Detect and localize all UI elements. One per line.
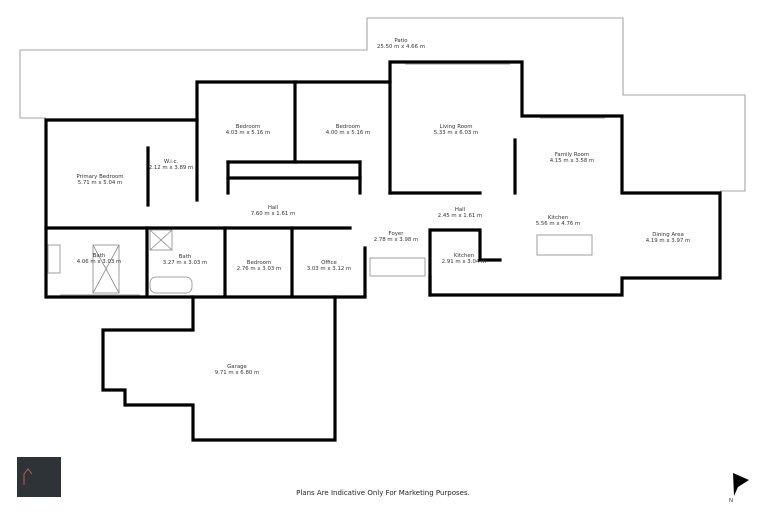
svg-text:Primary Bedroom: Primary Bedroom bbox=[77, 174, 124, 180]
svg-text:4.19 m x 3.97 m: 4.19 m x 3.97 m bbox=[646, 238, 691, 244]
svg-text:9.71 m x 6.80 m: 9.71 m x 6.80 m bbox=[215, 370, 260, 376]
svg-text:4.06 m x 3.03 m: 4.06 m x 3.03 m bbox=[77, 259, 122, 265]
svg-text:Hall: Hall bbox=[268, 205, 278, 211]
svg-text:3.03 m x 3.12 m: 3.03 m x 3.12 m bbox=[307, 266, 352, 272]
svg-text:25.50 m x 4.66 m: 25.50 m x 4.66 m bbox=[377, 44, 425, 50]
walls bbox=[44, 60, 722, 442]
svg-text:Bedroom: Bedroom bbox=[336, 124, 360, 130]
svg-text:Bedroom: Bedroom bbox=[236, 124, 260, 130]
svg-text:Dining Area: Dining Area bbox=[652, 232, 684, 238]
svg-text:3.27 m x 3.03 m: 3.27 m x 3.03 m bbox=[163, 260, 208, 266]
svg-text:Living Room: Living Room bbox=[439, 124, 472, 130]
svg-text:Bath: Bath bbox=[179, 254, 192, 260]
svg-text:Patio: Patio bbox=[394, 38, 407, 44]
svg-text:2.45 m x 1.61 m: 2.45 m x 1.61 m bbox=[438, 213, 483, 219]
svg-text:Hall: Hall bbox=[455, 207, 465, 213]
svg-text:N: N bbox=[729, 498, 733, 504]
svg-text:5.56 m x 4.76 m: 5.56 m x 4.76 m bbox=[536, 221, 581, 227]
svg-text:4.03 m x 5.16 m: 4.03 m x 5.16 m bbox=[226, 130, 271, 136]
fixtures bbox=[47, 229, 593, 294]
svg-text:2.76 m x 3.03 m: 2.76 m x 3.03 m bbox=[237, 266, 282, 272]
svg-text:5.33 m x 6.03 m: 5.33 m x 6.03 m bbox=[434, 130, 479, 136]
svg-text:2.12 m x 3.89 m: 2.12 m x 3.89 m bbox=[149, 165, 194, 171]
svg-text:Family Room: Family Room bbox=[555, 152, 589, 158]
svg-text:Foyer: Foyer bbox=[389, 231, 405, 237]
svg-text:2.91 m x 3.04 m: 2.91 m x 3.04 m bbox=[442, 259, 487, 265]
svg-text:Bedroom: Bedroom bbox=[247, 260, 271, 266]
disclaimer-text: Plans Are Indicative Only For Marketing … bbox=[296, 489, 470, 497]
svg-text:5.71 m x 5.04 m: 5.71 m x 5.04 m bbox=[78, 180, 123, 186]
room-wic: W.i.c.2.12 m x 3.89 m bbox=[149, 159, 194, 171]
svg-text:4.00 m x 5.16 m: 4.00 m x 5.16 m bbox=[326, 130, 371, 136]
svg-text:Kitchen: Kitchen bbox=[548, 215, 568, 221]
svg-text:4.15 m x 3.58 m: 4.15 m x 3.58 m bbox=[550, 158, 595, 164]
svg-text:2.78 m x 3.98 m: 2.78 m x 3.98 m bbox=[374, 237, 419, 243]
svg-text:W.i.c.: W.i.c. bbox=[164, 159, 179, 165]
company-logo bbox=[17, 457, 61, 497]
svg-text:Office: Office bbox=[321, 260, 337, 266]
svg-text:Kitchen: Kitchen bbox=[454, 253, 474, 259]
svg-text:Bath: Bath bbox=[93, 253, 106, 259]
patio-outline bbox=[19, 17, 746, 192]
svg-text:Garage: Garage bbox=[227, 364, 247, 370]
north-arrow-icon: N bbox=[729, 473, 749, 504]
svg-text:7.60 m x 1.61 m: 7.60 m x 1.61 m bbox=[251, 211, 296, 217]
